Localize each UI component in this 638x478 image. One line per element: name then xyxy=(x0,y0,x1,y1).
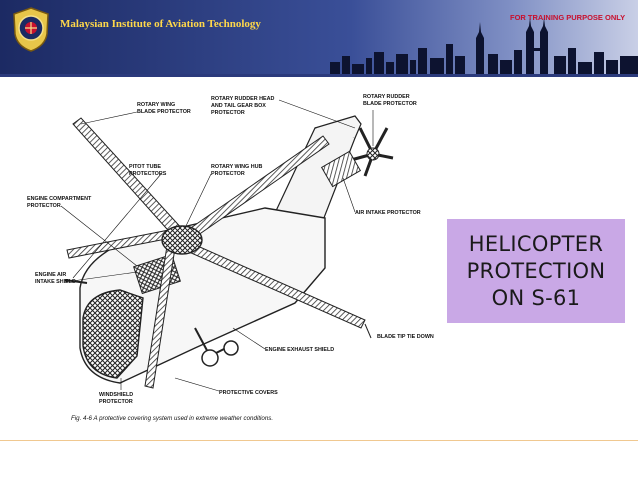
unikl-miat-crest-icon xyxy=(13,7,49,52)
slide-title-line-3: ON S-61 xyxy=(491,285,581,310)
training-notice: FOR TRAINING PURPOSE ONLY xyxy=(510,13,626,22)
footer-rule xyxy=(0,440,638,441)
helicopter-drawing xyxy=(64,115,394,389)
slide-title-box: HELICOPTER PROTECTION ON S-61 xyxy=(447,219,625,323)
slide-title-line-1: HELICOPTER xyxy=(468,231,604,256)
header-rule xyxy=(0,74,638,77)
slide-title-line-2: PROTECTION xyxy=(466,258,606,283)
label-engine-exhaust: ENGINE EXHAUST SHIELD xyxy=(265,347,334,353)
label-blade-tie-down: BLADE TIP TIE DOWN xyxy=(377,334,434,340)
label-protective-covers: PROTECTIVE COVERS xyxy=(219,390,278,396)
figure-caption: Fig. 4-6 A protective covering system us… xyxy=(71,415,273,422)
institute-name: Malaysian Institute of Aviation Technolo… xyxy=(60,18,261,30)
city-skyline-icon xyxy=(330,18,638,74)
header-banner: Malaysian Institute of Aviation Technolo… xyxy=(0,0,638,74)
label-air-intake: AIR INTAKE PROTECTOR xyxy=(355,210,421,216)
leader-lines xyxy=(60,99,374,392)
